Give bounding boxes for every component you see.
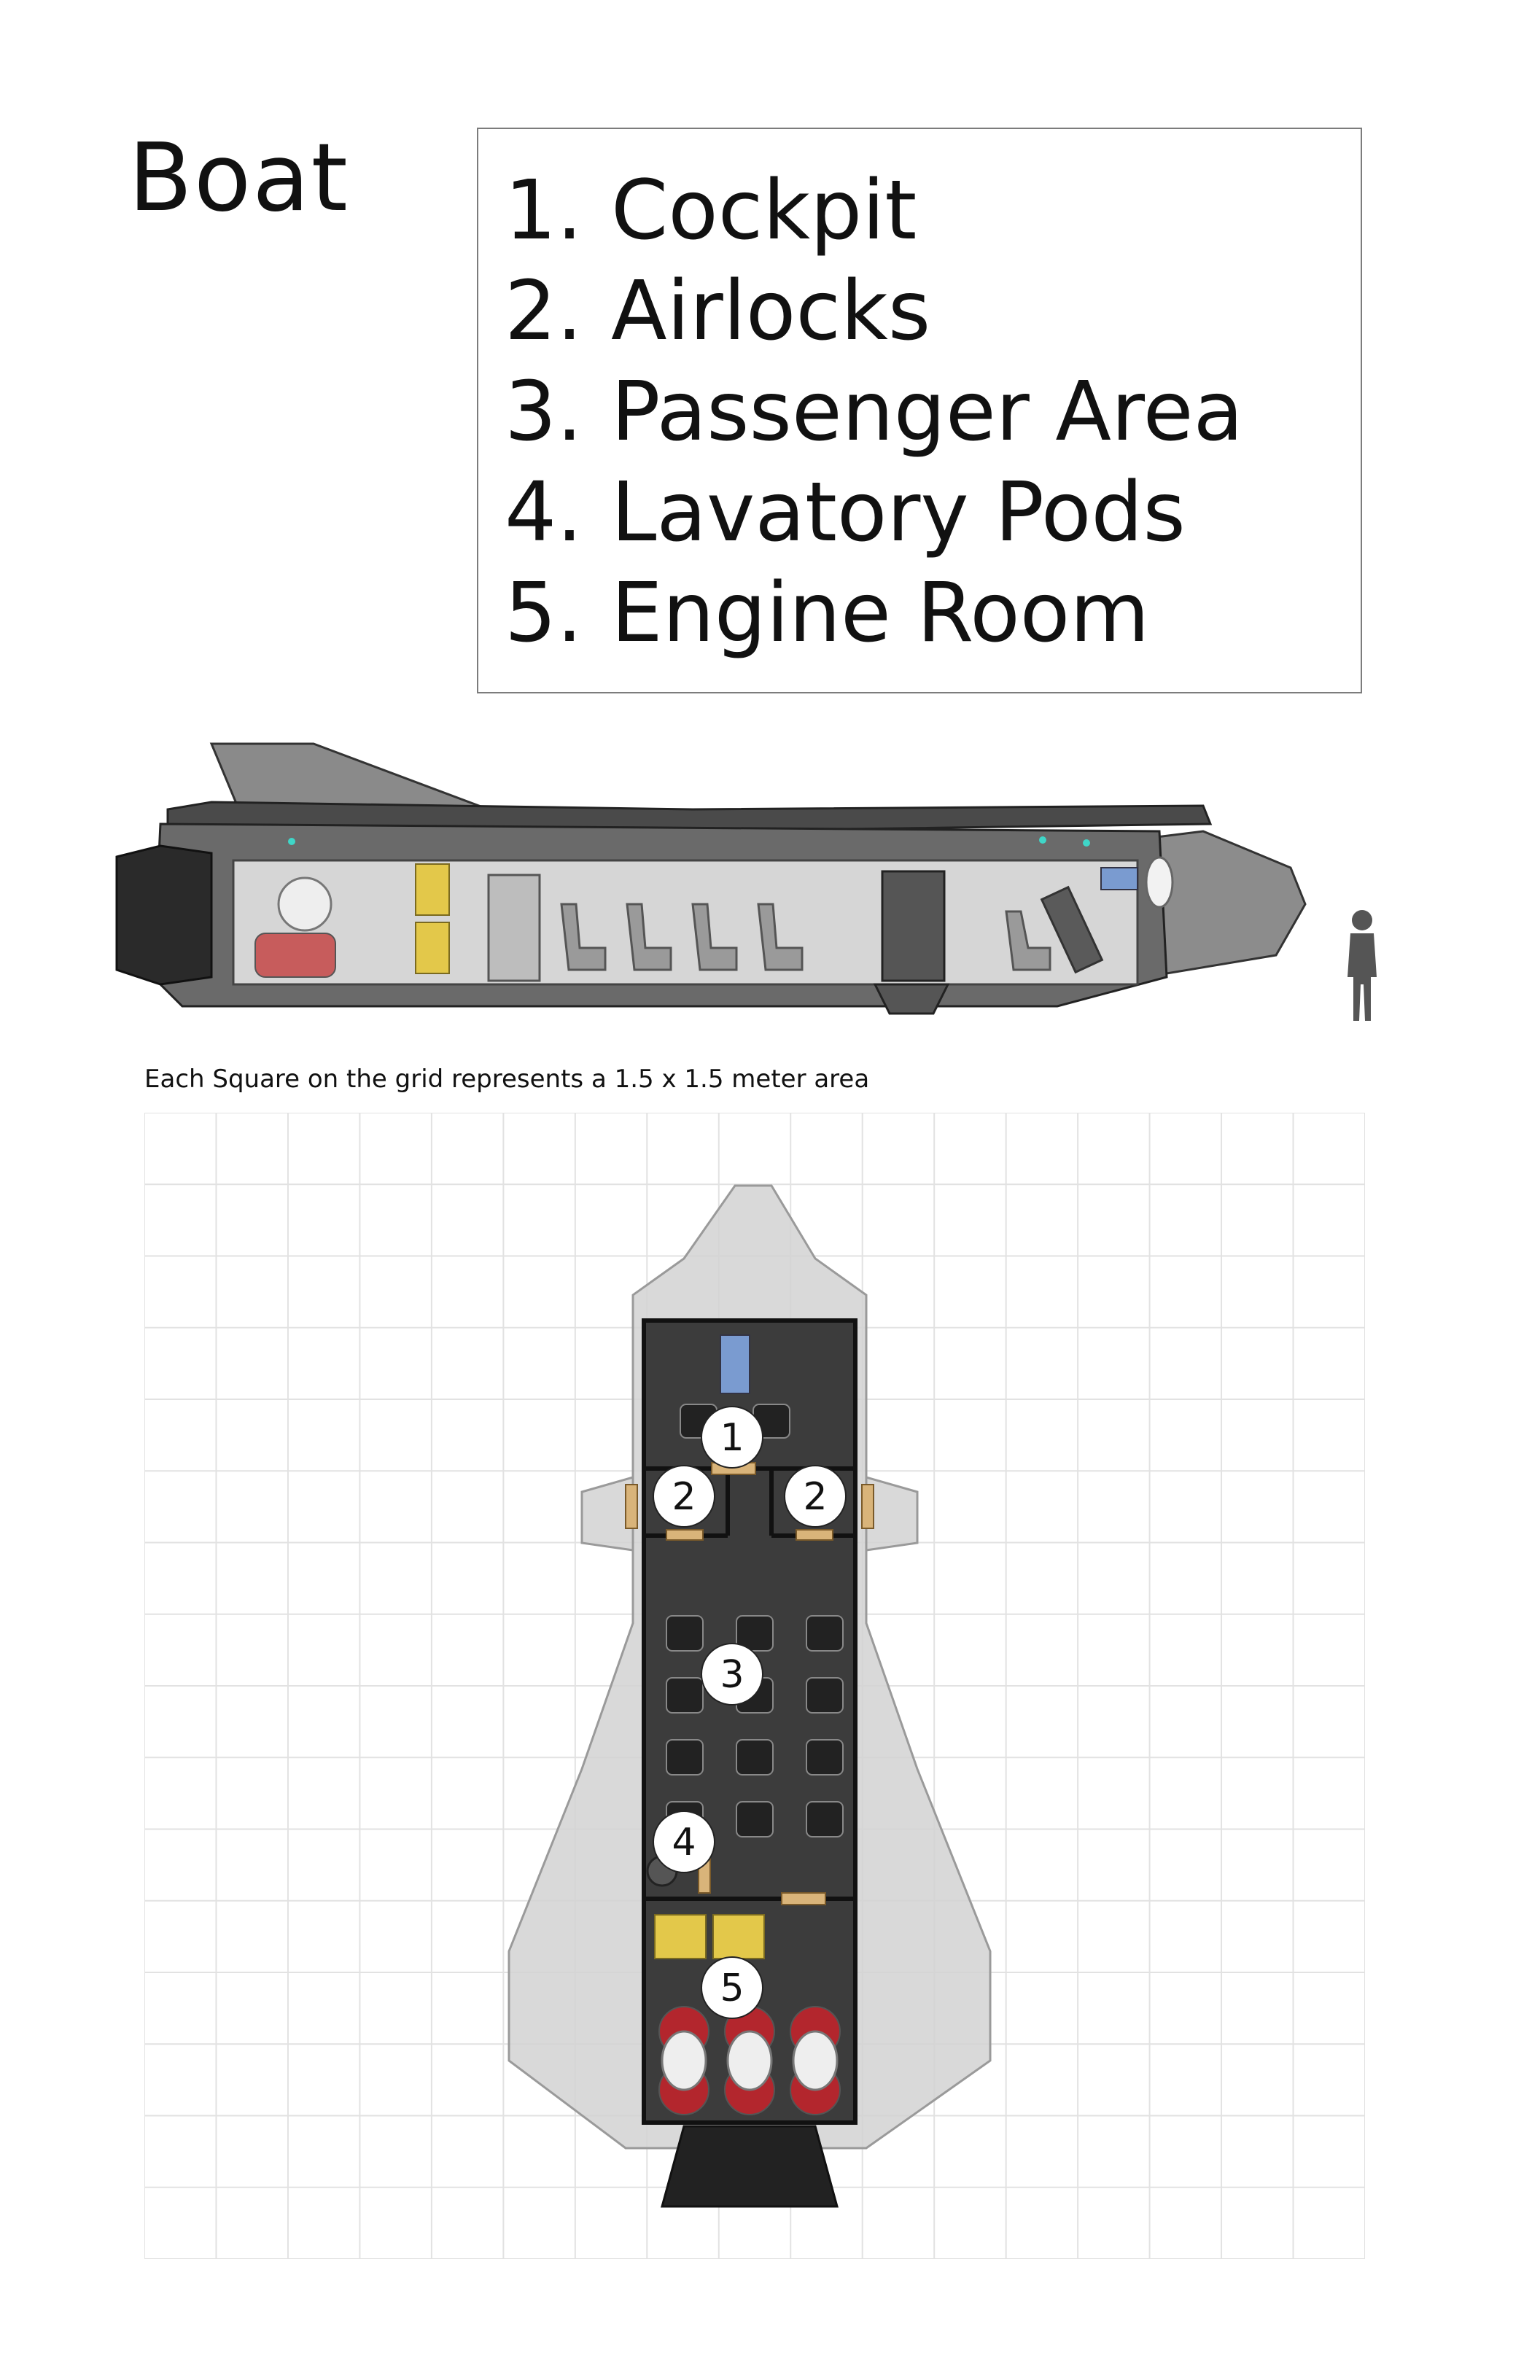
room-marker: 4 [653, 1811, 715, 1873]
legend-label: Airlocks [611, 264, 931, 359]
room-marker: 5 [701, 1956, 763, 2019]
seat-icon [666, 1677, 704, 1714]
legend-item-airlocks: 2.Airlocks [505, 271, 930, 352]
engine-icon [658, 2006, 841, 2115]
cockpit-window [1145, 856, 1174, 909]
power-unit [415, 922, 450, 974]
landing-skid [873, 983, 950, 1015]
legend-label: Engine Room [611, 566, 1150, 661]
airlock-door [625, 1462, 874, 1905]
engine-nozzle [115, 844, 213, 986]
nose-cone [1143, 830, 1307, 979]
engine-block [254, 933, 336, 978]
legend-label: Passenger Area [611, 365, 1244, 459]
room-legend: 1.Cockpit 2.Airlocks 3.Passenger Area 4.… [477, 128, 1362, 693]
side-cutaway-view [115, 742, 1377, 1021]
lavatory-door [487, 874, 541, 982]
seat-icon [806, 1739, 844, 1776]
room-marker: 2 [784, 1465, 847, 1528]
seat-icon [666, 1615, 704, 1652]
marker-label: 1 [720, 1416, 744, 1460]
power-unit [415, 863, 450, 916]
airlock-door [881, 870, 946, 982]
marker-circle [701, 1406, 763, 1469]
room-marker: 2 [653, 1465, 715, 1528]
marker-label: 5 [720, 1967, 744, 2010]
power-unit [654, 1914, 765, 1959]
legend-label: Lavatory Pods [611, 465, 1186, 560]
legend-item-lavatory-pods: 4.Lavatory Pods [505, 472, 1186, 553]
legend-item-passenger-area: 3.Passenger Area [505, 371, 1243, 453]
seat-icon [560, 903, 804, 971]
cockpit-console [720, 1334, 750, 1394]
legend-number: 5. [505, 566, 583, 661]
page-title: Boat [128, 124, 349, 233]
marker-label: 2 [672, 1475, 696, 1519]
interior-cabin [232, 859, 1139, 986]
engine-icon [790, 2006, 841, 2115]
seat-icon [666, 1739, 704, 1776]
legend-item-engine-room: 5.Engine Room [505, 572, 1149, 654]
marker-circle [784, 1465, 847, 1528]
cockpit-seat [1005, 910, 1051, 971]
cockpit-console [1040, 885, 1104, 974]
legend-item-cockpit: 1.Cockpit [505, 170, 917, 252]
room-marker: 1 [701, 1406, 763, 1469]
engine-dome [277, 876, 332, 932]
hull-light [1039, 836, 1046, 844]
rear-nozzle [661, 2125, 839, 2208]
legend-label: Cockpit [611, 163, 917, 258]
seat-icon [736, 1739, 774, 1776]
room-marker: 3 [701, 1643, 763, 1706]
legend-number: 3. [505, 365, 583, 459]
seat-icon [806, 1677, 844, 1714]
cockpit-panel [1100, 867, 1138, 890]
marker-label: 3 [720, 1653, 744, 1697]
seat-icon [806, 1801, 844, 1838]
marker-circle [653, 1811, 715, 1873]
engine-icon [724, 2006, 775, 2115]
scale-note: Each Square on the grid represents a 1.5… [144, 1065, 870, 1094]
marker-circle [701, 1643, 763, 1706]
marker-label: 2 [803, 1475, 827, 1519]
marker-label: 4 [672, 1821, 696, 1864]
marker-circle [653, 1465, 715, 1528]
person-silhouette-icon [1348, 910, 1377, 1021]
hull-light [1083, 839, 1090, 847]
hull-light [288, 838, 295, 845]
legend-number: 4. [505, 465, 583, 560]
seat-icon [736, 1615, 774, 1652]
seat-icon [736, 1801, 774, 1838]
seat-icon [806, 1615, 844, 1652]
marker-circle [701, 1956, 763, 2019]
engine-icon [658, 2006, 709, 2115]
legend-number: 1. [505, 163, 583, 258]
legend-number: 2. [505, 264, 583, 359]
